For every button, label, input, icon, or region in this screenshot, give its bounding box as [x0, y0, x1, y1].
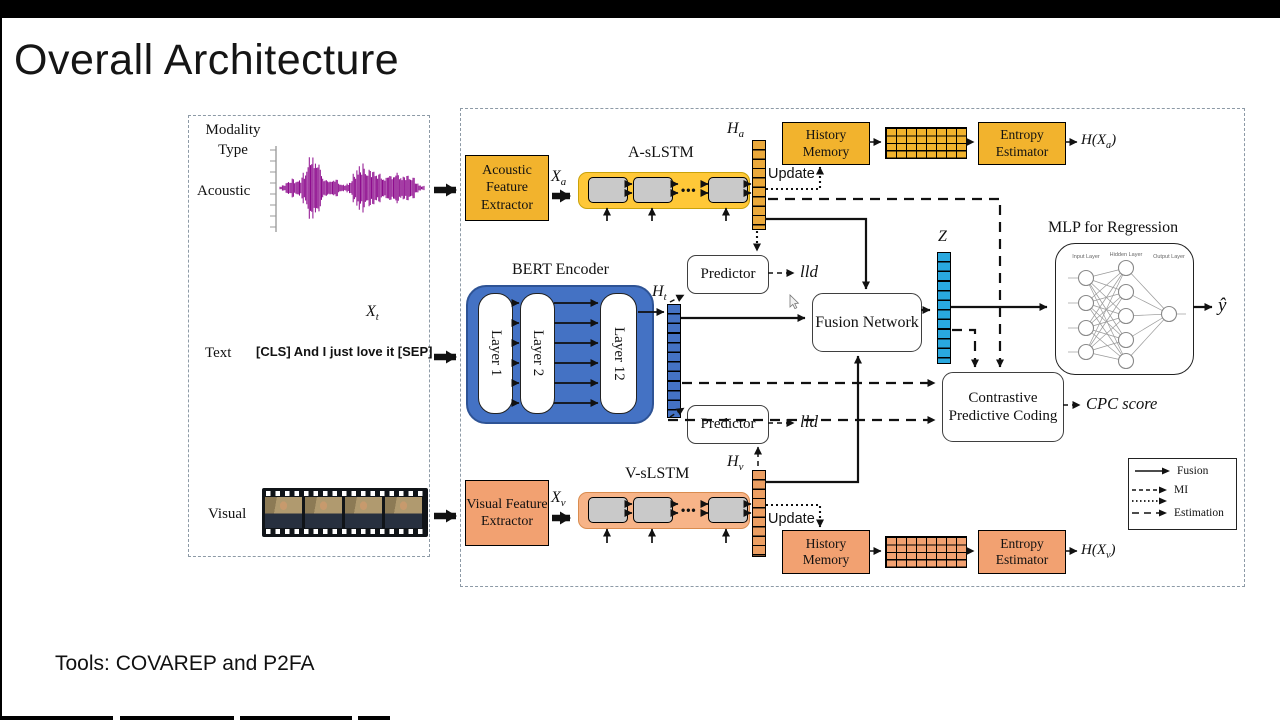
- bottom-bar-segment: [358, 716, 390, 720]
- modality-panel: [188, 115, 430, 557]
- svg-text:Hidden Layer: Hidden Layer: [1110, 252, 1143, 258]
- ht-feature-column: [667, 304, 681, 418]
- memory-grid-visual: [885, 536, 967, 568]
- lstm-cell: [633, 497, 673, 523]
- xa-symbol: Xa: [551, 168, 567, 189]
- svg-text:Output Layer: Output Layer: [1153, 254, 1185, 260]
- legend-estimation: Estimation: [1132, 507, 1224, 519]
- svg-text:Input Layer: Input Layer: [1072, 254, 1100, 260]
- predictor-upper: Predictor: [687, 255, 769, 294]
- legend-dotted-line: [1132, 496, 1174, 506]
- update-label-top: Update: [768, 166, 815, 182]
- bert-layer-1: Layer 1: [478, 293, 513, 414]
- top-black-bar: [0, 0, 1280, 18]
- visual-film-strip: [262, 488, 428, 537]
- mlp-network-diagram: Input Layer Hidden Layer Output Layer: [1068, 252, 1186, 370]
- acoustic-feature-extractor: Acoustic Feature Extractor: [465, 155, 549, 221]
- a-slstm-label: A-sLSTM: [628, 144, 694, 161]
- v-slstm-label: V-sLSTM: [625, 465, 690, 482]
- lstm-cell: [708, 497, 748, 523]
- film-sprocket-top: [266, 491, 424, 496]
- xt-symbol: Xt: [366, 303, 379, 324]
- yhat-output: ŷ: [1218, 295, 1227, 316]
- film-frame: [305, 497, 342, 528]
- update-label-bottom: Update: [768, 511, 815, 527]
- acoustic-waveform: [270, 146, 425, 232]
- footer-tools-note: Tools: COVAREP and P2FA: [55, 652, 315, 675]
- bert-encoder-label: BERT Encoder: [512, 261, 609, 278]
- lstm-cell: [588, 497, 628, 523]
- film-frame: [345, 497, 382, 528]
- entropy-output-visual: H(Xv): [1081, 542, 1116, 561]
- lstm-ellipsis: •••: [681, 183, 697, 197]
- film-sprocket-bottom: [266, 529, 424, 534]
- ha-feature-column: [752, 140, 766, 230]
- fusion-network: Fusion Network: [812, 293, 922, 352]
- architecture-panel: [460, 108, 1245, 587]
- ha-symbol: Ha: [727, 120, 744, 141]
- ht-symbol: Ht: [652, 283, 667, 304]
- bert-layer-2: Layer 2: [520, 293, 555, 414]
- lstm-cell: [633, 177, 673, 203]
- text-token-sequence: [CLS] And I just love it [SEP]: [256, 344, 433, 359]
- z-feature-column: [937, 252, 951, 364]
- history-memory-visual: History Memory: [782, 530, 870, 574]
- lld-output-upper: lld: [800, 262, 818, 281]
- legend-box: [1128, 458, 1237, 530]
- legend-fusion: Fusion: [1135, 465, 1208, 477]
- hv-symbol: Hv: [727, 453, 744, 474]
- entropy-output-acoustic: H(Xa): [1081, 132, 1117, 151]
- film-frame: [385, 497, 422, 528]
- bert-layer-12: Layer 12: [600, 293, 637, 414]
- visual-feature-extractor: Visual Feature Extractor: [465, 480, 549, 546]
- lstm-cell: [588, 177, 628, 203]
- contrastive-predictive-coding: Contrastive Predictive Coding: [942, 372, 1064, 442]
- visual-row-label: Visual: [208, 506, 247, 522]
- cpc-score-output: CPC score: [1086, 394, 1158, 413]
- bottom-bar-segment: [120, 716, 234, 720]
- lld-output-lower: lld: [800, 412, 818, 431]
- left-edge-line: [0, 0, 2, 720]
- hv-feature-column: [752, 470, 766, 557]
- predictor-lower: Predictor: [687, 405, 769, 444]
- legend-mi: MI: [1132, 484, 1188, 496]
- lstm-cell: [708, 177, 748, 203]
- modality-panel-header: Modality Type: [205, 122, 261, 158]
- xv-symbol: Xv: [551, 489, 566, 510]
- text-row-label: Text: [205, 345, 232, 361]
- entropy-estimator-acoustic: Entropy Estimator: [978, 122, 1066, 165]
- z-symbol: Z: [938, 228, 947, 245]
- film-frames: [265, 497, 425, 528]
- bottom-bar-segment: [0, 716, 113, 720]
- memory-grid-acoustic: [885, 127, 967, 159]
- mlp-title: MLP for Regression: [1048, 219, 1179, 236]
- history-memory-acoustic: History Memory: [782, 122, 870, 165]
- bottom-bar-segment: [240, 716, 352, 720]
- slide-title: Overall Architecture: [14, 36, 400, 84]
- film-frame: [265, 497, 302, 528]
- lstm-ellipsis: •••: [681, 503, 697, 517]
- acoustic-row-label: Acoustic: [197, 183, 251, 199]
- entropy-estimator-visual: Entropy Estimator: [978, 530, 1066, 574]
